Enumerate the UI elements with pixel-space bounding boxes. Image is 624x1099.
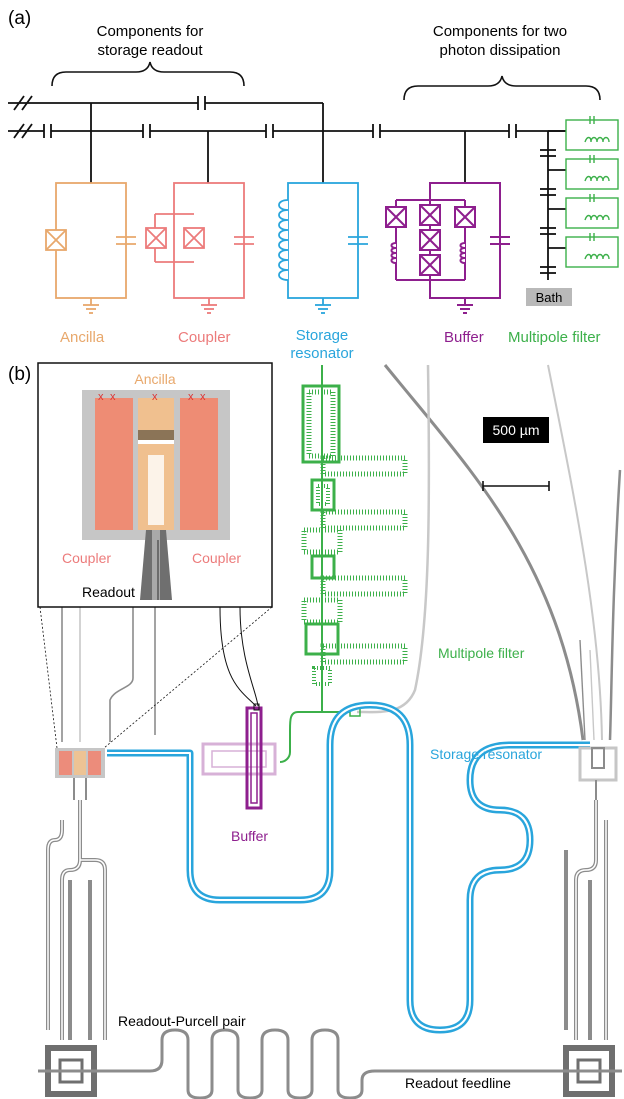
storage-circuit bbox=[278, 182, 368, 314]
scale-box bbox=[483, 417, 549, 443]
right-qubit-chip bbox=[578, 746, 618, 800]
scale-label: 500 µm bbox=[493, 422, 540, 438]
storage-resonator-core bbox=[107, 704, 590, 1031]
ancilla-circuit bbox=[45, 182, 136, 314]
group-readout-line2: storage readout bbox=[97, 42, 203, 59]
readout-purcell-right-core bbox=[575, 800, 607, 1040]
zoom-line-left bbox=[39, 606, 58, 749]
feedline-label: Readout feedline bbox=[405, 1075, 511, 1091]
junction-x-2: x bbox=[110, 391, 116, 403]
panel-b: (b) 500 µm bbox=[8, 362, 622, 1099]
multipole-filter-layout bbox=[279, 365, 408, 763]
junction-x-1: x bbox=[98, 391, 104, 403]
readout-feedline bbox=[38, 1028, 622, 1099]
inset-ancilla-label: Ancilla bbox=[134, 371, 175, 387]
multipole-filter-circuit bbox=[540, 130, 566, 274]
inset-coupler-left-label: Coupler bbox=[62, 550, 111, 566]
storage-label-b: Storage resonator bbox=[430, 746, 542, 762]
buffer-label-b: Buffer bbox=[231, 828, 268, 844]
storage-label-line2: resonator bbox=[290, 345, 353, 362]
junction-x-4: x bbox=[188, 391, 194, 403]
inset-readout-label: Readout bbox=[82, 584, 135, 600]
junction-x-3: x bbox=[152, 391, 158, 403]
filter-label-b: Multipole filter bbox=[438, 645, 525, 661]
group-dissipation-line1: Components for two bbox=[433, 23, 567, 40]
brace-dissipation bbox=[403, 75, 601, 101]
readout-purcell-left bbox=[46, 800, 107, 1040]
purcell-label: Readout-Purcell pair bbox=[118, 1013, 246, 1029]
panel-a: (a) Components for storage readout Compo… bbox=[8, 8, 619, 362]
brace-readout bbox=[51, 61, 245, 87]
readout-purcell-right bbox=[564, 800, 608, 1040]
bath-box bbox=[526, 288, 572, 306]
readout-purcell-left-core bbox=[47, 800, 106, 1040]
filter-label-a: Multipole filter bbox=[508, 329, 601, 346]
group-readout-line1: Components for bbox=[97, 23, 204, 40]
junction-x-5: x bbox=[200, 391, 206, 403]
coupler-circuit bbox=[145, 182, 254, 314]
group-dissipation-line2: photon dissipation bbox=[440, 42, 561, 59]
coupler-label: Coupler bbox=[178, 329, 231, 346]
zoom-line-right bbox=[103, 606, 273, 749]
readout-bus bbox=[8, 95, 323, 111]
panel-a-tag: (a) bbox=[8, 8, 31, 29]
inset-zoom: x x x x x bbox=[37, 362, 273, 608]
ancilla-label: Ancilla bbox=[60, 329, 105, 346]
panel-b-tag: (b) bbox=[8, 364, 31, 385]
storage-label-line1: Storage bbox=[296, 327, 349, 344]
left-qubit-chip bbox=[55, 748, 105, 800]
inset-coupler-right-label: Coupler bbox=[192, 550, 241, 566]
buffer-label: Buffer bbox=[444, 329, 484, 346]
buffer-layout bbox=[201, 703, 277, 810]
bath-label: Bath bbox=[536, 290, 563, 305]
buffer-circuit bbox=[385, 182, 510, 314]
main-bus bbox=[8, 103, 566, 280]
filter-sections bbox=[565, 116, 619, 268]
